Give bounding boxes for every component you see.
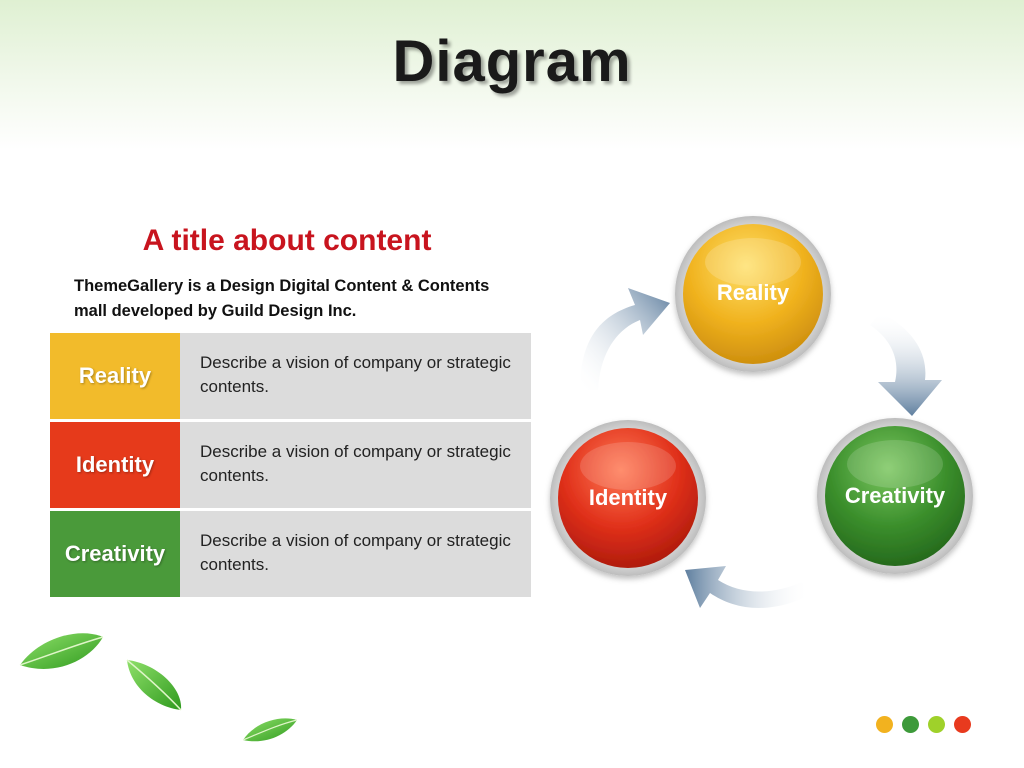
- curved-arrow-icon: [685, 566, 810, 608]
- row-label-reality: Reality: [50, 333, 180, 419]
- dot-red: [954, 716, 971, 733]
- slide-title: Diagram: [392, 29, 632, 94]
- leaf-icon: [126, 659, 182, 711]
- leaf-decoration: [19, 633, 298, 742]
- cycle-node-identity: Identity: [550, 420, 706, 576]
- row-text-creativity: Describe a vision of company or strategi…: [200, 531, 511, 574]
- row-label-identity: Identity: [50, 422, 180, 508]
- row-label-creativity: Creativity: [50, 511, 180, 597]
- table-row-creativity: Creativity Describe a vision of company …: [50, 511, 531, 597]
- leaf-icon: [19, 633, 104, 669]
- cycle-node-label-creativity: Creativity: [845, 483, 946, 508]
- content-title: A title about content: [142, 224, 432, 257]
- cycle-node-creativity: Creativity: [817, 418, 973, 574]
- cycle-node-label-reality: Reality: [717, 280, 790, 305]
- dot-green: [902, 716, 919, 733]
- row-text-reality: Describe a vision of company or strategi…: [200, 353, 511, 396]
- cycle-node-label-identity: Identity: [589, 485, 668, 510]
- cycle-diagram: Reality Creativity Identity: [550, 216, 973, 608]
- row-text-identity: Describe a vision of company or strategi…: [200, 442, 511, 485]
- dot-lime: [928, 716, 945, 733]
- cycle-node-reality: Reality: [675, 216, 831, 372]
- dot-yellow: [876, 716, 893, 733]
- table-row-reality: Reality Describe a vision of company or …: [50, 333, 531, 419]
- content-description: ThemeGallery is a Design Digital Content…: [74, 277, 490, 320]
- leaf-icon: [242, 718, 298, 742]
- table-row-identity: Identity Describe a vision of company or…: [50, 422, 531, 508]
- curved-arrow-icon: [870, 312, 942, 416]
- decorative-dots: [876, 716, 971, 733]
- curved-arrow-icon: [580, 288, 670, 390]
